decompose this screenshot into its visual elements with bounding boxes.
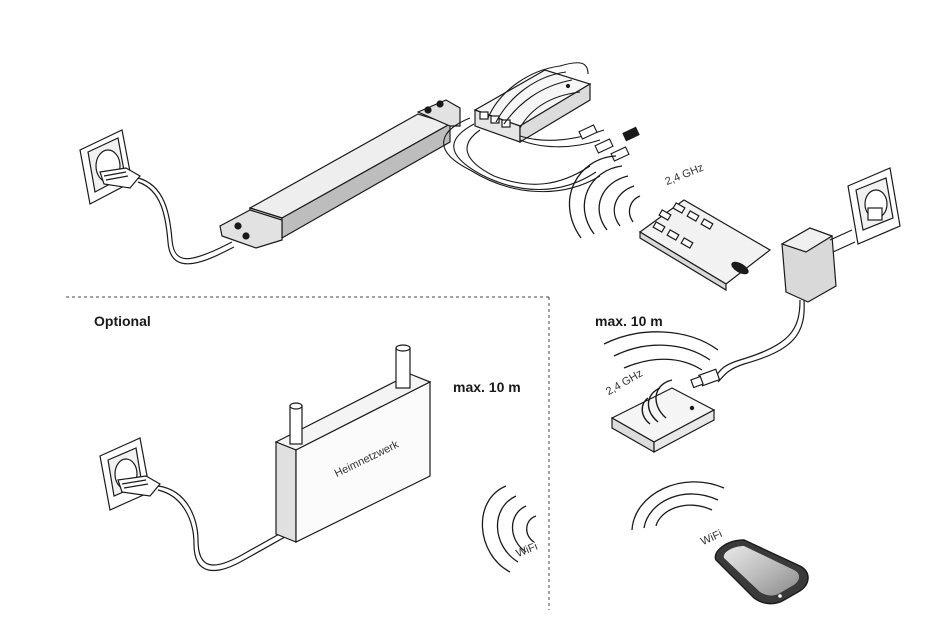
mains-plug-bottom (117, 475, 161, 497)
optional-section-divider (66, 296, 550, 610)
router (274, 344, 432, 543)
mains-cable-bottom (157, 485, 291, 566)
usb-plug (690, 368, 721, 389)
remote-signal-waves (568, 155, 641, 239)
hub-device (610, 387, 716, 454)
power-adapter (780, 227, 856, 303)
router-range-label: max. 10 m (453, 379, 521, 395)
distribution-box (473, 69, 592, 144)
remote-control (638, 199, 772, 292)
wall-socket-right (847, 167, 901, 245)
hub-signal-icon (641, 379, 673, 425)
optional-label: Optional (94, 313, 151, 329)
light-cables (443, 62, 605, 193)
hub-range-label: max. 10 m (595, 313, 663, 329)
phone-wifi-waves (631, 481, 725, 531)
light-connectors (578, 124, 640, 162)
hub-range-waves (603, 331, 719, 371)
led-driver (219, 99, 461, 249)
router-wifi-waves (481, 485, 537, 573)
mains-cable-top (137, 177, 233, 260)
smartphone (714, 539, 809, 605)
wall-socket-top (79, 129, 133, 205)
wall-socket-bottom (99, 437, 151, 511)
adapter-cable (713, 299, 801, 379)
mains-plug-top (99, 167, 141, 189)
